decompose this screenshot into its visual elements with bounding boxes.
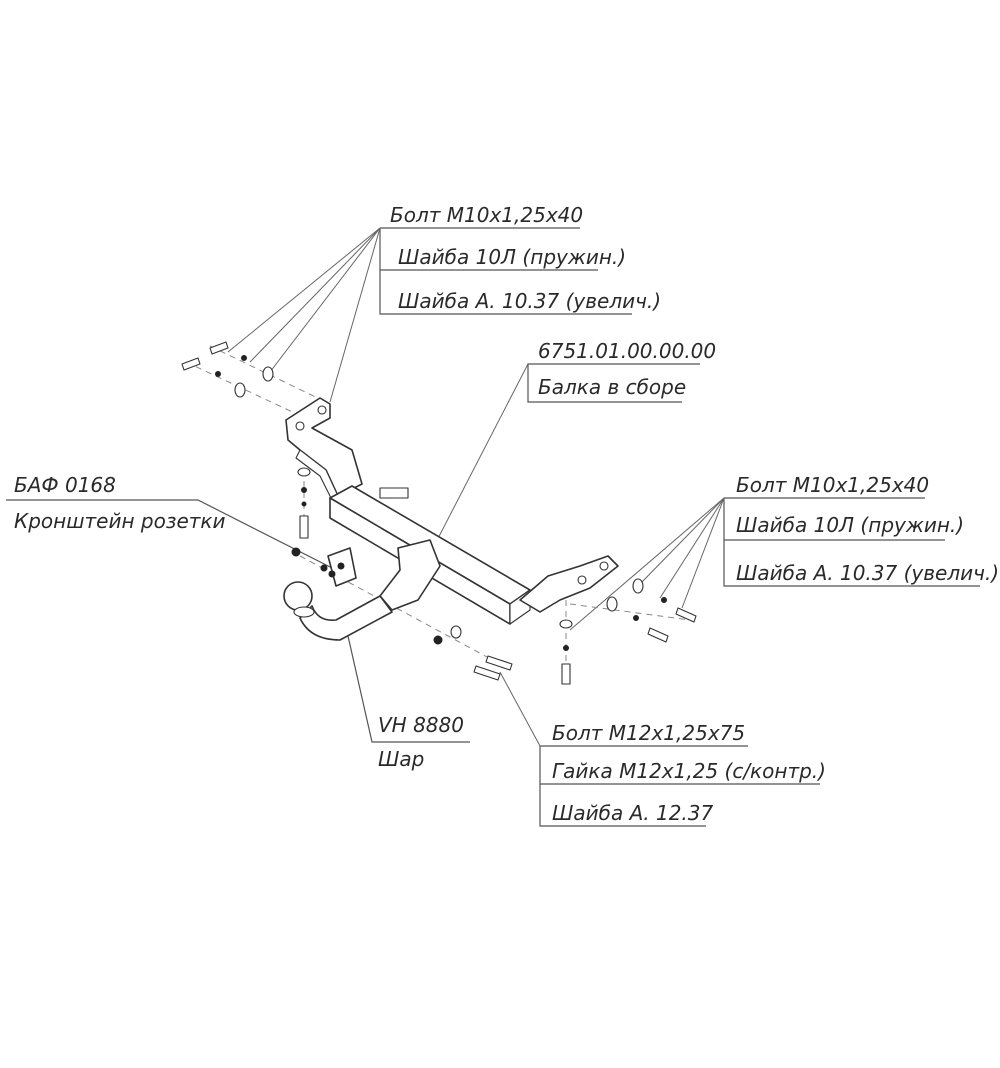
leader-line: [329, 227, 381, 403]
label-top-left-spring-washer: Шайба 10Л (пружин.): [398, 245, 626, 269]
leader-line: [681, 497, 725, 609]
spring-washer-icon: [241, 355, 247, 361]
leader-line: [249, 227, 381, 363]
label-ball-code: VH 8880: [378, 713, 464, 737]
tow-ball: [283, 581, 313, 611]
nut-icon: [291, 547, 301, 557]
underline: [347, 635, 470, 743]
callout-bottom: Болт М12х1,25х75 Гайка М12х1,25 (с/контр…: [499, 671, 826, 827]
washer-icon: [234, 382, 246, 398]
spring-washer-icon: [661, 597, 667, 603]
mount-hole: [577, 575, 587, 585]
underline: [379, 270, 632, 315]
leader-line: [569, 497, 725, 631]
hardware-left-vertical: [291, 467, 336, 578]
underline: [539, 784, 706, 827]
bolt-icon: [561, 663, 571, 685]
label-ball-name: Шар: [378, 747, 424, 771]
bolt-icon: [485, 655, 513, 671]
bolt-icon: [473, 665, 501, 681]
tube-tag: [379, 487, 409, 499]
spring-washer-icon: [301, 501, 307, 507]
washer-icon: [297, 467, 311, 477]
underline: [527, 363, 700, 403]
label-bracket-code: БАФ 0168: [14, 473, 116, 497]
callout-top-left: Болт М10х1,25х40 Шайба 10Л (пружин.) Шай…: [227, 203, 661, 403]
washer-icon: [606, 596, 618, 612]
beam-assembly: [283, 397, 619, 641]
bolt-icon: [299, 515, 309, 539]
bolt-icon: [181, 357, 201, 371]
nut-icon: [328, 570, 336, 578]
spring-washer-icon: [301, 487, 307, 493]
label-top-left-washer: Шайба А. 10.37 (увелич.): [398, 289, 661, 313]
center-mount: [379, 539, 441, 611]
hardware-top-left: [181, 341, 274, 398]
nut-icon: [433, 635, 443, 645]
label-right-washer: Шайба А. 10.37 (увелич.): [736, 561, 999, 585]
label-bracket-name: Кронштейн розетки: [14, 509, 226, 533]
callout-socket-bracket: БАФ 0168 Кронштейн розетки: [6, 473, 341, 573]
callout-beam: 6751.01.00.00.00 Балка в сборе: [431, 339, 716, 551]
callout-ball: VH 8880 Шар: [347, 635, 470, 771]
mount-hole: [317, 405, 327, 415]
label-beam-name: Балка в сборе: [538, 375, 686, 399]
mount-hole: [295, 421, 305, 431]
label-bottom-nut: Гайка М12х1,25 (с/контр.): [552, 759, 826, 783]
spring-washer-icon: [563, 645, 569, 651]
label-top-left-bolt: Болт М10х1,25х40: [390, 203, 583, 227]
callout-right: Болт М10х1,25х40 Шайба 10Л (пружин.) Шай…: [569, 473, 999, 631]
nut-icon: [320, 564, 328, 572]
ball-collar: [293, 606, 315, 618]
label-bottom-washer: Шайба А. 12.37: [552, 801, 714, 825]
hardware-right: [559, 578, 697, 685]
underline: [723, 540, 980, 587]
bolt-icon: [675, 607, 697, 623]
label-bottom-bolt: Болт М12х1,25х75: [552, 721, 745, 745]
label-right-spring-washer: Шайба 10Л (пружин.): [736, 513, 964, 537]
washer-icon: [559, 619, 573, 629]
bolt-icon: [209, 341, 229, 355]
spring-washer-icon: [633, 615, 639, 621]
leader-line: [431, 363, 529, 551]
underline: [6, 499, 341, 573]
label-right-bolt: Болт М10х1,25х40: [736, 473, 929, 497]
washer-icon: [632, 578, 644, 594]
leader-line: [639, 497, 725, 585]
spring-washer-icon: [215, 371, 221, 377]
washer-icon: [450, 625, 462, 639]
socket-hole: [337, 562, 345, 570]
leader-line: [659, 497, 725, 599]
ball-neck: [299, 595, 393, 641]
bolt-icon: [647, 627, 669, 643]
leader-line: [269, 227, 381, 373]
mount-hole: [599, 561, 609, 571]
leader-line: [227, 227, 381, 353]
hardware-bottom: [433, 625, 513, 681]
leader-line: [499, 671, 541, 747]
label-beam-code: 6751.01.00.00.00: [538, 339, 716, 363]
axis-line: [569, 603, 691, 621]
washer-icon: [262, 366, 274, 382]
right-bracket: [519, 555, 619, 613]
left-bracket: [285, 397, 363, 497]
